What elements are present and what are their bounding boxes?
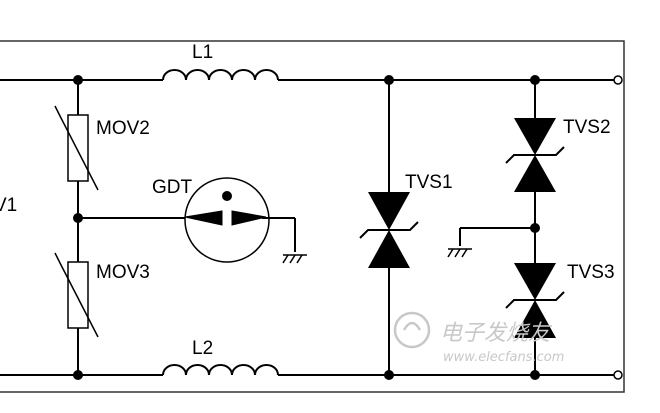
mov3-slash — [54, 252, 99, 338]
label-tvs1: TVS1 — [405, 172, 453, 193]
mov2-varistor — [67, 114, 89, 182]
gdt-electrodes — [184, 191, 267, 226]
tvs3-diode — [505, 263, 565, 338]
junction-dots — [73, 75, 540, 380]
watermark-url: www.elecfans.com — [443, 350, 564, 365]
mov2-slash — [54, 105, 99, 191]
label-l1: L1 — [192, 42, 213, 63]
label-mov2: MOV2 — [96, 118, 150, 139]
inductor-l1 — [162, 69, 279, 81]
label-gdt: GDT — [152, 177, 193, 198]
mov3-varistor — [67, 261, 89, 329]
watermark: 电子发烧友 www.elecfans.com — [393, 311, 564, 365]
tvs2-diode — [505, 118, 565, 192]
terminal-top — [613, 75, 623, 85]
terminal-bottom — [613, 370, 623, 380]
label-mov3: MOV3 — [96, 262, 150, 283]
tvs1-diode — [359, 192, 419, 268]
label-l2: L2 — [192, 338, 213, 359]
diagram-frame — [0, 40, 625, 393]
label-tvs3: TVS3 — [567, 262, 615, 283]
watermark-logo-icon — [393, 311, 431, 349]
label-v1: V1 — [0, 195, 17, 216]
inductor-l2 — [162, 364, 279, 376]
tvs-ground — [447, 248, 472, 258]
label-tvs2: TVS2 — [563, 117, 611, 138]
gdt-ground — [282, 254, 307, 264]
watermark-cn: 电子发烧友 — [440, 321, 553, 346]
gdt-tube — [184, 177, 270, 263]
